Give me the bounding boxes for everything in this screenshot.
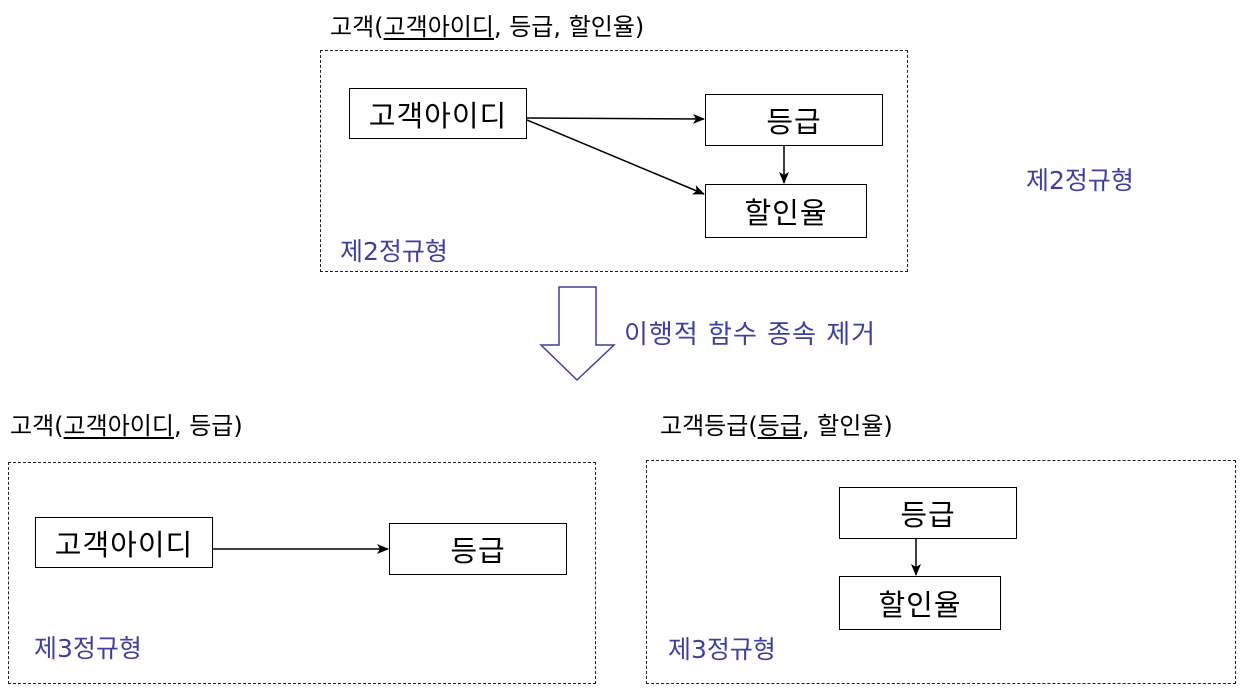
bottom-right-schema-key: 등급 (757, 412, 802, 440)
bottom-right-node-grade: 등급 (839, 487, 1017, 539)
top-schema: 고객(고객아이디, 등급, 할인율) (330, 13, 645, 41)
transition-caption: 이행적 함수 종속 제거 (624, 320, 877, 350)
down-arrow-shape (539, 286, 616, 382)
bottom-left-normal-form-label: 제3정규형 (34, 634, 142, 663)
top-schema-relation: 고객 (330, 13, 375, 41)
top-frame (320, 50, 908, 272)
side-normal-form-label: 제2정규형 (1026, 166, 1134, 195)
bottom-right-schema-rest: , 할인율 (801, 412, 884, 440)
top-node-discount: 할인율 (705, 184, 867, 238)
top-normal-form-label: 제2정규형 (340, 237, 448, 266)
bottom-right-normal-form-label: 제3정규형 (668, 635, 776, 664)
bottom-right-frame (646, 460, 1236, 684)
top-node-grade: 등급 (705, 94, 883, 146)
top-node-customer-id: 고객아이디 (349, 88, 527, 139)
bottom-right-node-discount: 할인율 (839, 576, 1001, 630)
bottom-left-schema-relation: 고객 (10, 412, 55, 440)
bottom-left-schema: 고객(고객아이디, 등급) (10, 412, 243, 440)
bottom-left-schema-rest: , 등급 (173, 412, 234, 440)
bottom-right-schema: 고객등급(등급, 할인율) (660, 412, 893, 440)
bottom-left-schema-key: 고객아이디 (63, 412, 174, 440)
bottom-left-node-grade: 등급 (389, 523, 567, 575)
bottom-right-schema-relation: 고객등급 (660, 412, 749, 440)
top-schema-key: 고객아이디 (383, 13, 494, 41)
bottom-left-frame (8, 462, 596, 684)
bottom-left-node-customer-id: 고객아이디 (35, 517, 213, 568)
top-schema-rest: , 등급, 할인율 (493, 13, 635, 41)
